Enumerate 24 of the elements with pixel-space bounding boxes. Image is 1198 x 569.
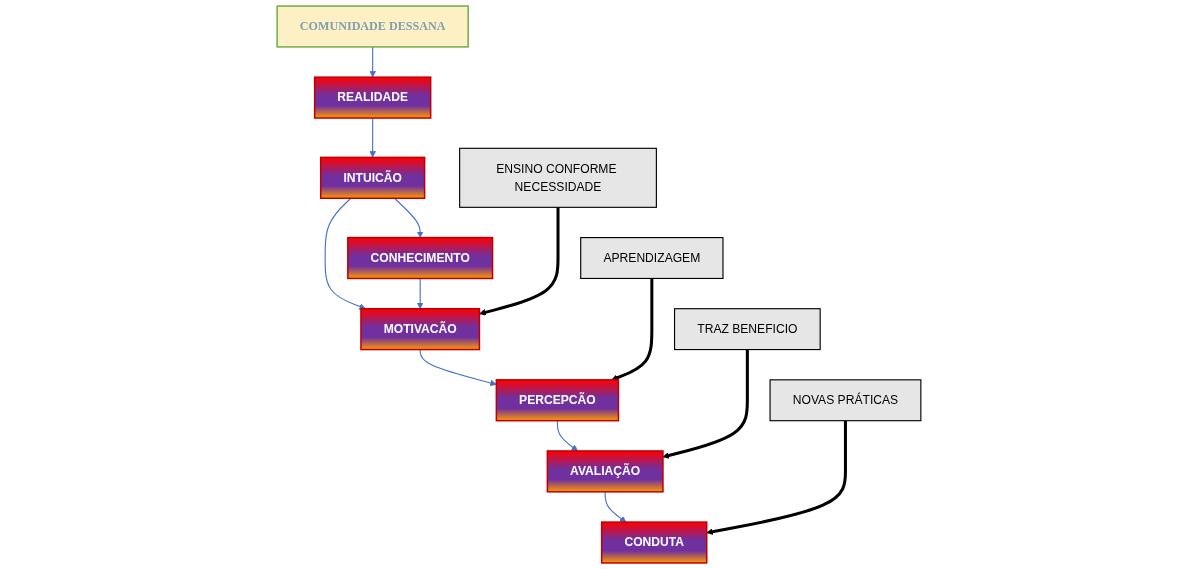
node-box: REALIDADE xyxy=(313,76,432,119)
arrow xyxy=(369,117,376,158)
node-box: APRENDIZAGEM xyxy=(580,237,724,279)
arrow xyxy=(706,420,847,535)
node-box: CONHECIMENTO xyxy=(347,236,494,280)
arrow xyxy=(604,491,627,523)
arrow xyxy=(393,197,424,238)
node-box: COMUNIDADE DESSANA xyxy=(276,5,469,48)
node-box: INTUICÃO xyxy=(319,156,426,199)
arrow xyxy=(611,278,654,381)
node-box: CONDUTA xyxy=(600,521,708,564)
node-box: AVALIAÇÃO xyxy=(546,450,664,493)
arrow xyxy=(419,349,497,387)
node-box: PERCEPCÃO xyxy=(495,379,620,422)
node-box: MOTIVACÃO xyxy=(360,307,481,351)
node-box: NOVAS PRÁTICAS xyxy=(769,379,922,422)
node-box: TRAZ BENEFICIO xyxy=(674,308,821,351)
arrow xyxy=(662,349,749,459)
arrow xyxy=(479,207,560,316)
arrow xyxy=(324,197,366,310)
arrow xyxy=(556,420,578,452)
arrow xyxy=(416,277,424,309)
node-box: ENSINO CONFORME NECESSIDADE xyxy=(459,147,657,208)
arrow xyxy=(369,46,376,78)
